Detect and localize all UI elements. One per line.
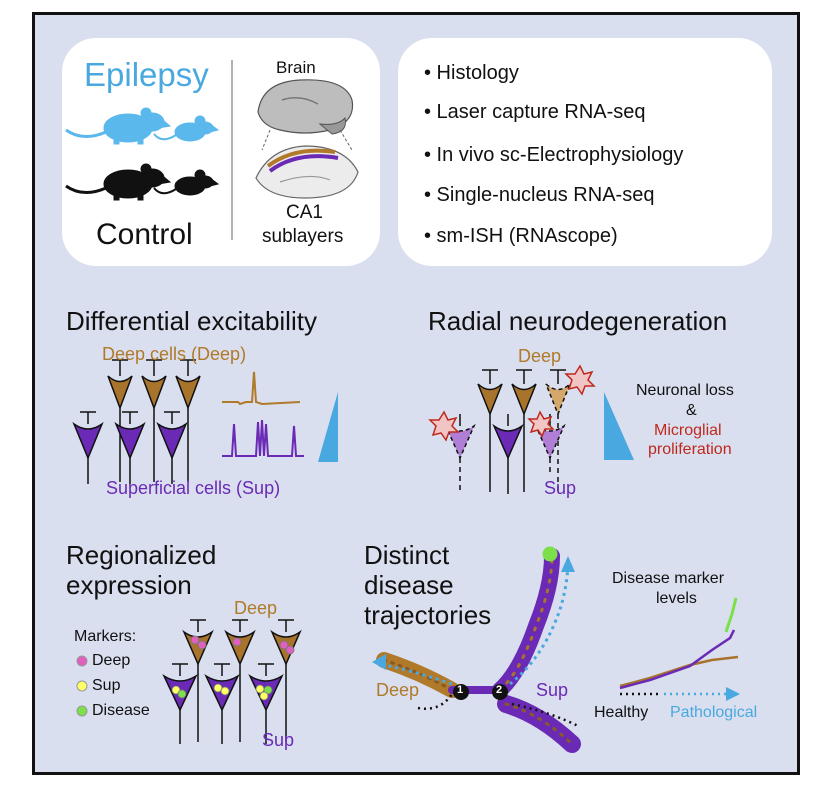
brain-icon xyxy=(257,79,354,151)
node-2-marker xyxy=(492,684,508,700)
dotted-path-right xyxy=(511,702,579,728)
marker-deep-label: Deep xyxy=(92,652,131,669)
panel3-title-line1: Regionalized xyxy=(66,540,217,570)
panel3-deep-label: Deep xyxy=(234,598,278,618)
sup-trajectory-arrow xyxy=(509,565,570,686)
methods-card xyxy=(398,38,772,266)
proliferation-label: proliferation xyxy=(648,441,732,458)
node-1-marker xyxy=(453,684,469,700)
method-item-sm-ish: • sm-ISH (RNAscope) xyxy=(424,225,618,247)
gradient-wedge-icon xyxy=(318,392,338,462)
deep-trajectory-arrow xyxy=(379,662,453,686)
control-label: Control xyxy=(96,218,193,251)
node-2-label: 2 xyxy=(496,684,503,696)
sup-spike-trace xyxy=(222,419,304,457)
ca1-label: CA1 xyxy=(286,202,323,223)
sublayers-label: sublayers xyxy=(262,226,344,247)
disease-marker-line xyxy=(724,597,738,633)
panel1-title: Differential excitability xyxy=(66,306,317,336)
panel2-deep-neurons xyxy=(477,369,571,492)
trajectory-deep-label: Deep xyxy=(376,680,420,700)
disease-marker-label: Disease marker xyxy=(612,570,725,587)
dotted-path-left xyxy=(417,693,454,710)
panel4-title-line2: disease xyxy=(364,570,454,600)
panel2-title: Radial neurodegeneration xyxy=(428,306,728,336)
levels-label: levels xyxy=(656,590,697,607)
marker-sup-label: Sup xyxy=(92,677,121,694)
deep-spike-trace xyxy=(222,371,301,406)
panel2-sup-label: Sup xyxy=(544,478,577,498)
panel3-title-line2: expression xyxy=(66,570,192,600)
panel4-title-line1: Distinct xyxy=(364,540,450,570)
sup-arrowhead xyxy=(561,556,575,572)
deep-marker-line xyxy=(619,655,739,688)
trajectory-scatter xyxy=(376,546,581,753)
deep-arrowhead xyxy=(372,654,386,670)
healthy-label: Healthy xyxy=(594,704,649,721)
panel3-sup-label: Sup xyxy=(262,730,295,750)
panel3-deep-neurons xyxy=(182,619,302,742)
method-item-histology: • Histology xyxy=(424,62,519,84)
markers-label: Markers: xyxy=(74,628,137,645)
axis-arrowhead xyxy=(726,687,740,701)
node-1-label: 1 xyxy=(457,684,464,696)
panel4-title-line3: trajectories xyxy=(364,600,492,630)
method-item-laser-capture: • Laser capture RNA-seq xyxy=(424,101,646,123)
pathological-label: Pathological xyxy=(670,704,758,721)
hippocampus-ca1-icon xyxy=(255,145,359,199)
expression-dots xyxy=(171,635,295,701)
sup-marker-line xyxy=(619,629,736,690)
ampersand-label: & xyxy=(686,402,697,419)
trajectory-sup-label: Sup xyxy=(536,680,569,700)
panel1-sup-neurons xyxy=(72,411,188,484)
method-item-single-nucleus: • Single-nucleus RNA-seq xyxy=(424,184,655,206)
neuronal-loss-label: Neuronal loss xyxy=(636,382,734,399)
superficial-cells-label: Superficial cells (Sup) xyxy=(106,478,281,498)
epilepsy-rat-icon xyxy=(64,106,172,146)
marker-disease-label: Disease xyxy=(92,702,150,719)
panel2-deep-label: Deep xyxy=(518,346,562,366)
neurodegeneration-wedge-icon xyxy=(604,392,634,460)
method-item-electrophysiology: • In vivo sc-Electrophysiology xyxy=(424,144,684,166)
microglia-icons xyxy=(428,364,596,442)
control-rat-icon xyxy=(64,162,172,202)
microglial-label: Microglial xyxy=(654,422,722,439)
brain-label: Brain xyxy=(276,58,316,77)
epilepsy-label: Epilepsy xyxy=(84,56,209,93)
deep-cells-label: Deep cells (Deep) xyxy=(102,344,247,364)
panel1-deep-neurons xyxy=(107,359,201,482)
marker-legend-dots xyxy=(76,655,88,717)
